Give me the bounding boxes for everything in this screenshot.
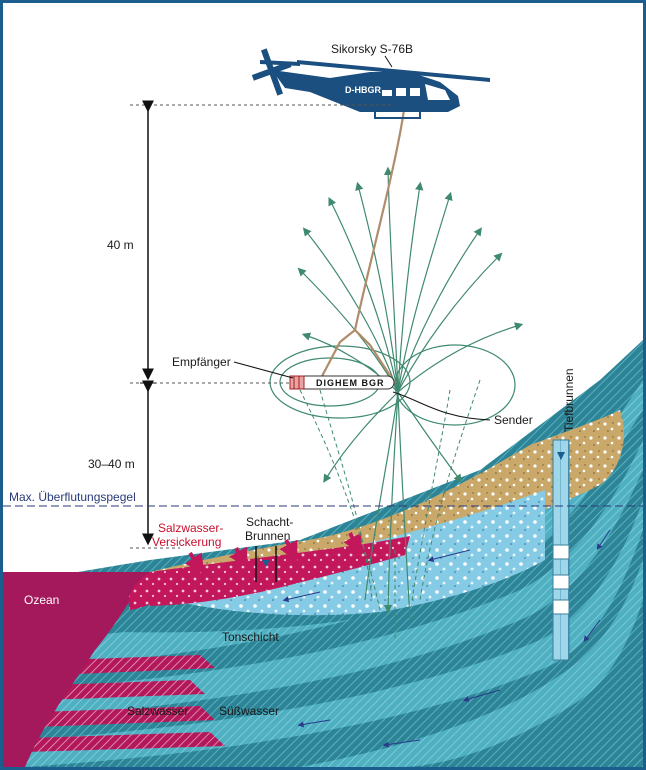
saltwater-intrusion: [25, 655, 225, 752]
shaft-well: [255, 546, 277, 582]
shaft-well-label-1: Schacht-: [246, 515, 293, 529]
saltwater-label: Salzwasser: [127, 704, 188, 718]
height-dimension: [130, 100, 395, 549]
flood-level-label: Max. Überflutungspegel: [9, 490, 136, 504]
ocean-label: Ozean: [24, 593, 59, 607]
transmitter-label: Sender: [494, 413, 533, 427]
groundwater-flow-arrows: [282, 529, 611, 748]
clay-layer-band: [120, 420, 643, 633]
stratum-4: [300, 560, 643, 767]
distance-lower-label: 30–40 m: [88, 457, 135, 471]
helicopter-icon: D-HBGR: [251, 48, 490, 119]
clay-layer-label: Tonschicht: [222, 630, 279, 644]
helicopter-label: Sikorsky S-76B: [331, 42, 413, 56]
freshwater-label: Süßwasser: [219, 704, 279, 718]
distance-upper-label: 40 m: [107, 238, 134, 252]
helicopter-registration: D-HBGR: [345, 85, 381, 95]
bird-label: DIGHEM BGR: [316, 378, 385, 388]
saltwater-seepage-label-1: Salzwasser-: [158, 521, 223, 535]
tow-cable: [319, 109, 406, 384]
ocean-body: [3, 572, 150, 767]
aem-survey-diagram: DIGHEM BGR D-HBGR Sikorsky S-76B 40 m 30…: [3, 42, 643, 767]
sand-gravel-layer: [150, 410, 624, 605]
shaft-well-label-2: Brunnen: [245, 529, 290, 543]
receiver-label: Empfänger: [172, 355, 231, 369]
deep-well-label: Tiefbrunnen: [562, 368, 576, 432]
seepage-arrows: [185, 532, 362, 575]
saltwater-seepage-label-2: Versickerung: [152, 535, 221, 549]
deep-well: [552, 439, 570, 661]
em-field-lines: [269, 166, 524, 621]
saltwater-wedge-left: [128, 572, 175, 610]
em-bird-sensor: DIGHEM BGR: [289, 375, 395, 390]
